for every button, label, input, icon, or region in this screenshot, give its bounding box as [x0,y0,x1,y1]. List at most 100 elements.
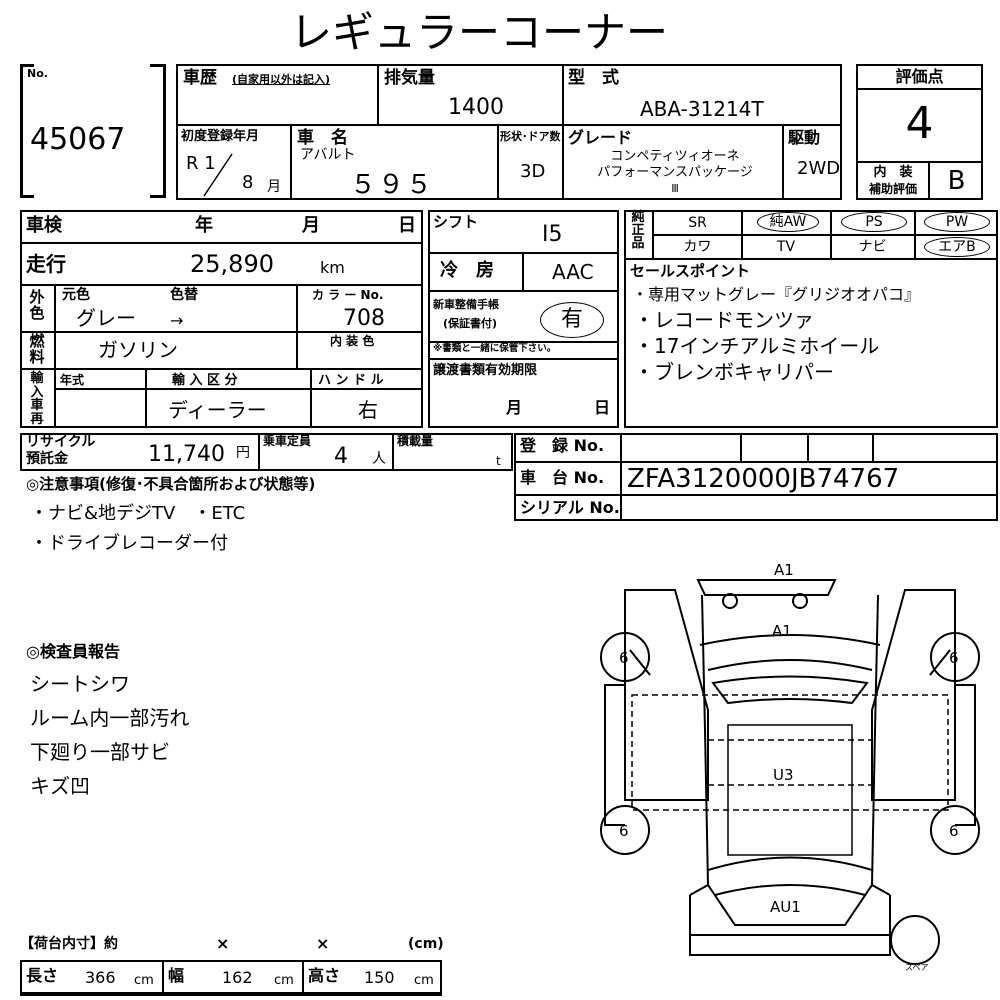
recycle-unit: 円 [236,445,250,461]
import-division-value: ディーラー [168,398,267,422]
vehicle-condition-diagram: A1 A1 U3 AU1 6 6 6 6 スペア [600,561,980,972]
diagram-hood-mark: A1 [772,622,792,640]
sales-point-4: ・ブレンボキャリパー [634,360,834,384]
manual-label-1: 新車整備手帳 [433,298,499,311]
drive-label: 駆動 [788,128,821,147]
notes-item-2: ・ドライブレコーダー付 [30,533,228,554]
shift-value: I5 [542,222,563,247]
cargo-unit: (cm) [408,936,444,952]
first-reg-slash [203,153,233,197]
first-reg-month: 8 [242,172,254,193]
shift-label: シフト [433,213,479,231]
load-label: 積載量 [397,434,434,448]
color-orig-label: 元色 [62,287,90,303]
diagram-spare-label: スペア [905,963,928,972]
cargo-width-value: 162 [222,968,253,987]
displacement-value: 1400 [448,95,504,120]
diagram-rear-mark: AU1 [770,898,801,916]
load-unit: t [496,454,501,468]
cargo-height-value: 150 [364,968,395,987]
inspection-year: 年 [195,215,213,236]
inspector-title: ◎検査員報告 [26,642,120,661]
diagram-roof-mark: U3 [773,766,794,784]
history-note: (自家用以外は記入) [232,73,331,86]
cargo-width-unit: cm [274,973,294,988]
cargo-length-label: 長さ [26,966,59,985]
notes-item-1: ・ナビ&地デジTV ・ETC [30,503,246,524]
equip-tv: TV [776,239,796,255]
inspector-item-1: シートシワ [30,672,130,696]
manual-value-circle: 有 [540,302,604,338]
manual-label-2: (保証書付) [443,317,498,330]
registration-details-block [20,210,423,428]
diagram-tire-front-right: 6 [949,649,959,667]
chassis-value: ZFA3120000JB74767 [627,464,900,494]
interior-score-value: B [947,166,966,196]
equip-sr: SR [688,215,707,231]
capacity-label: 乗車定員 [263,434,312,448]
recycle-value: 11,740 [148,442,225,467]
vehicle-info-block [176,64,842,200]
equip-alloy-wheels-circled: 純AW [757,212,819,232]
diagram-tire-rear-right: 6 [949,822,959,840]
cargo-length-value: 366 [85,968,116,987]
handle-label: ハ ン ド ル [318,373,384,388]
color-side-label: 外色 [29,288,45,322]
interior-color-label: 内 装 色 [330,334,375,348]
cargo-times-2: × [316,934,330,953]
cargo-dimensions-box [20,960,442,994]
interior-score-label-1: 内 装 [873,165,913,180]
diagram-tire-front-left: 6 [619,649,629,667]
aircon-label: 冷 房 [440,260,494,281]
displacement-label: 排気量 [384,68,435,88]
model-label: 型 式 [568,68,619,88]
color-orig-value: グレー [76,306,136,330]
registration-label: 登 録 No. [520,436,605,455]
inspection-label: 車検 [26,215,62,236]
recycle-label-1: リサイクル [26,434,96,450]
score-label: 評価点 [895,67,944,86]
color-arrow: → [170,311,184,330]
score-value: 4 [905,98,934,149]
grade-label: グレード [568,128,633,147]
fuel-value: ガソリン [98,338,178,362]
manual-note: ※書類と一緒に保管下さい。 [433,343,557,354]
sales-point-1: ・専用マットグレー『グリジオオパコ』 [632,285,921,304]
transfer-day: 日 [594,398,611,417]
color-no-value: 708 [343,306,385,331]
car-name-grade-number: ５９５ [350,170,435,200]
recycle-capacity-block [20,433,513,471]
id-numbers-block [514,433,998,521]
car-name-value: アバルト [300,147,356,163]
inspection-month: 月 [302,215,320,236]
cargo-height-label: 高さ [308,966,341,985]
sales-point-2: ・レコードモンツァ [634,308,814,332]
lot-bracket-right [163,64,166,198]
capacity-value: 4 [334,444,348,469]
lot-number: 45067 [30,122,126,157]
equipment-details-block [428,210,619,428]
cargo-height-unit: cm [414,973,434,988]
page-title: レギュラーコーナー [290,8,669,57]
first-reg-era: R 1 [186,153,216,174]
sales-point-3: ・17インチアルミホイール [634,334,880,358]
cargo-width-label: 幅 [168,966,185,985]
inspection-day: 日 [398,215,416,236]
color-change-label: 色替 [170,287,198,303]
inspector-item-4: キズ凹 [30,774,90,798]
shape-value: 3D [520,161,546,182]
genuine-side-label: 純正品 [631,210,645,251]
history-label: 車歴 [183,68,217,88]
equip-pw-circled: PW [924,212,990,232]
lot-bracket-left [20,64,23,198]
first-reg-month-unit: 月 [267,179,281,195]
cargo-length-unit: cm [134,973,154,988]
diagram-tire-rear-left: 6 [619,822,629,840]
sales-points-block [624,260,998,428]
equip-airbag-circled: エアB [924,237,990,257]
sales-points-label: セールスポイント [630,262,751,280]
model-value: ABA-31214T [640,97,764,121]
serial-label: シリアル No. [520,498,620,517]
car-name-label: 車 名 [297,128,348,148]
equip-leather: カワ [683,239,712,255]
